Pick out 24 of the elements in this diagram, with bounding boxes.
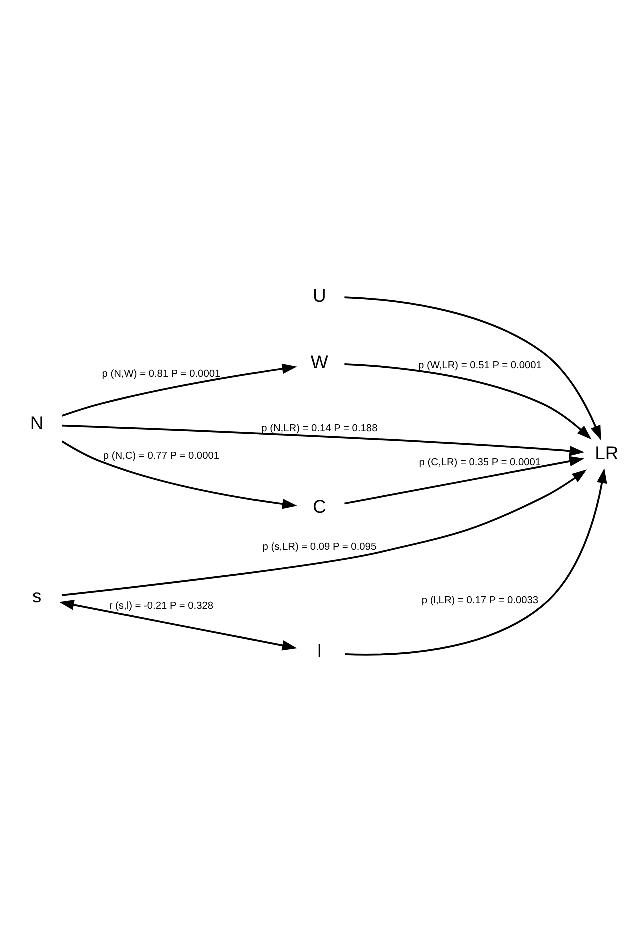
arrow — [344, 296, 602, 440]
node-text: C — [313, 495, 326, 516]
edge-label: p (N,C) = 0.77 P = 0.0001 — [103, 450, 220, 462]
node-text: LR — [595, 442, 619, 463]
arrow — [344, 456, 584, 504]
node-text: N — [30, 412, 44, 434]
arrow — [62, 424, 585, 456]
edge-label: p (N,LR) = 0.14 P = 0.188 — [262, 422, 378, 434]
edge-label: p (W,LR) = 0.51 P = 0.0001 — [418, 360, 542, 371]
node-text: s — [32, 585, 42, 606]
arrow — [62, 469, 588, 596]
edge-label: p (s,LR) = 0.09 P = 0.095 — [262, 541, 377, 552]
edge-label: r (s,l) = -0.21 P = 0.328 — [109, 600, 214, 612]
node-text: U — [313, 284, 326, 306]
arrow — [62, 440, 298, 509]
arrow — [344, 363, 592, 440]
arrow — [344, 468, 608, 656]
arrow — [59, 599, 298, 650]
edge-label: p (N,W) = 0.81 P = 0.0001 — [102, 368, 221, 380]
node-text: W — [310, 351, 328, 372]
node-text: l — [318, 640, 322, 661]
arrow — [62, 363, 298, 416]
edge-label: p (C,LR) = 0.35 P = 0.0001 — [419, 457, 542, 468]
edge-label: p (l,LR) = 0.17 P = 0.0033 — [422, 594, 539, 606]
